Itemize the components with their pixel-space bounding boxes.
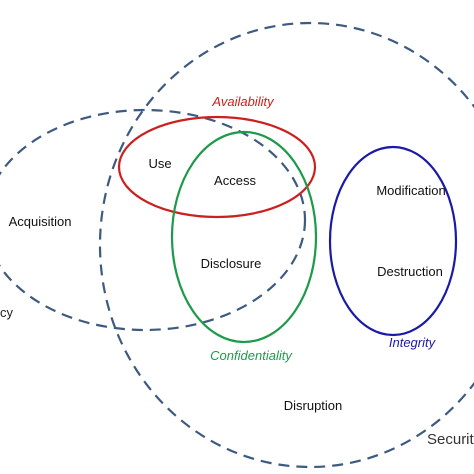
confidentiality-ellipse bbox=[170, 130, 318, 344]
privacy-label: cy bbox=[0, 305, 14, 320]
integrity-ellipse bbox=[328, 145, 458, 337]
disruption-label: Disruption bbox=[284, 398, 343, 413]
integrity-label: Integrity bbox=[389, 335, 437, 350]
modification-label: Modification bbox=[376, 183, 445, 198]
availability-label: Availability bbox=[211, 94, 275, 109]
privacy-ellipse bbox=[0, 108, 307, 332]
confidentiality-label: Confidentiality bbox=[210, 348, 293, 363]
availability-ellipse bbox=[117, 115, 317, 219]
disclosure-label: Disclosure bbox=[201, 256, 262, 271]
use-label: Use bbox=[148, 156, 171, 171]
security-label: Securit bbox=[427, 431, 474, 448]
destruction-label: Destruction bbox=[377, 264, 443, 279]
access-label: Access bbox=[214, 173, 256, 188]
acquisition-label: Acquisition bbox=[9, 214, 72, 229]
security-ellipse bbox=[98, 21, 474, 469]
